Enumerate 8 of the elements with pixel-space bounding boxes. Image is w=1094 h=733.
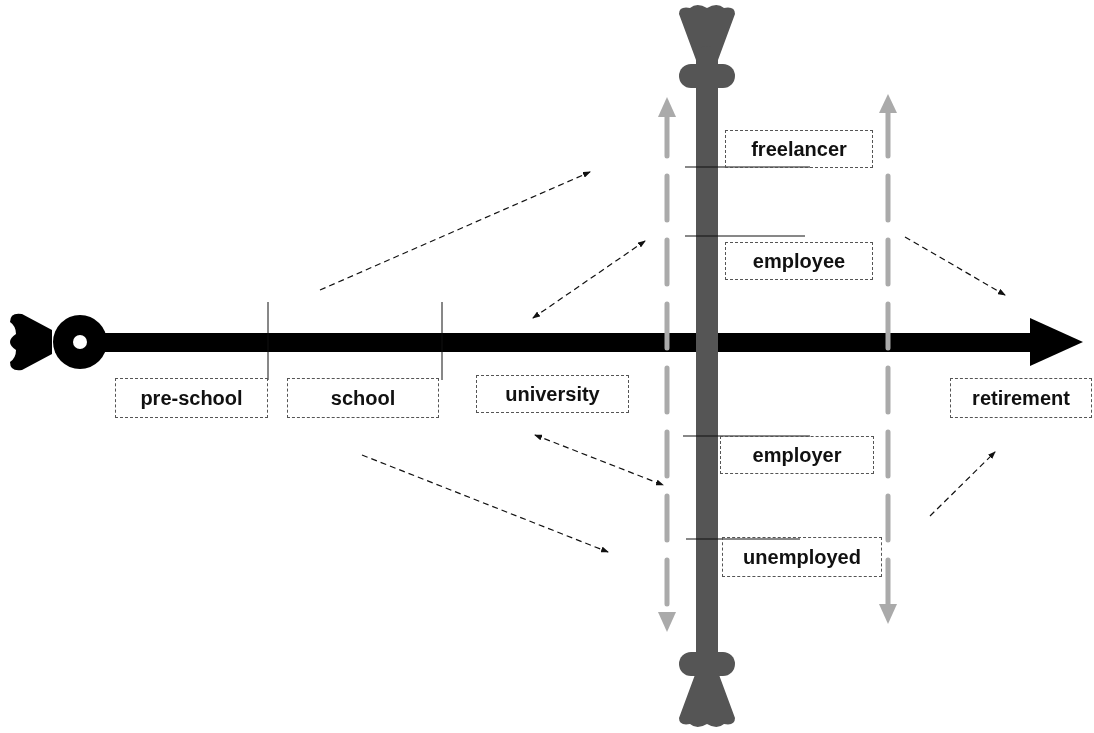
stage-label: employee xyxy=(725,242,873,280)
stage-label: school xyxy=(287,378,439,418)
stage-label: employer xyxy=(720,436,874,474)
stage-label: university xyxy=(476,375,629,413)
stage-label: retirement xyxy=(950,378,1092,418)
stage-label: freelancer xyxy=(725,130,873,168)
stage-label: pre-school xyxy=(115,378,268,418)
stage-label: unemployed xyxy=(722,537,882,577)
